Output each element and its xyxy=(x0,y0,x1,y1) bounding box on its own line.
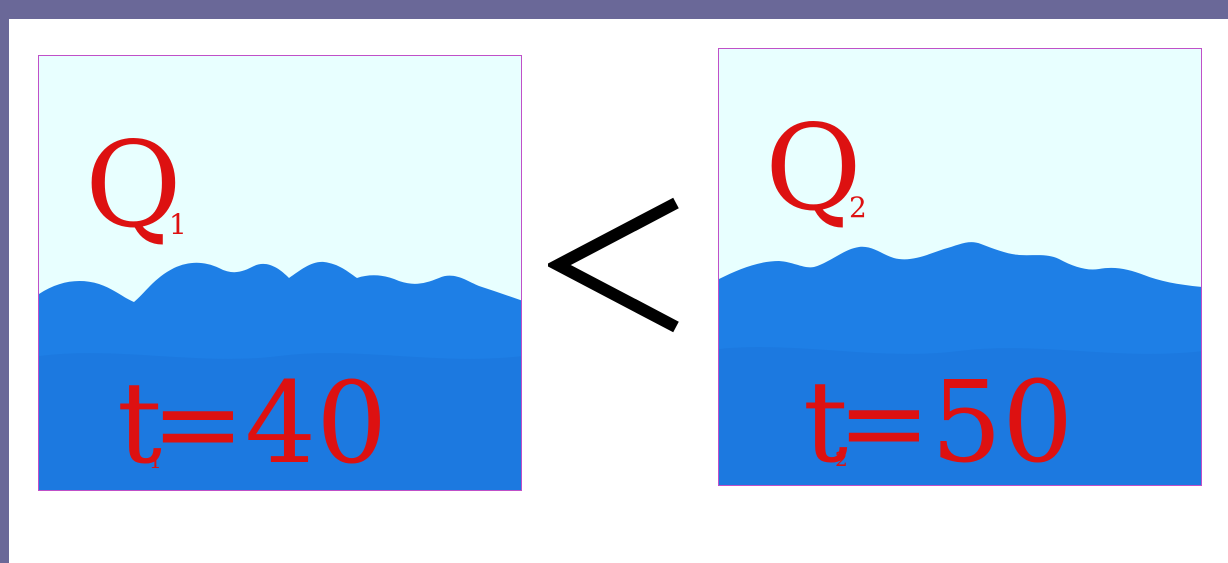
left-t-subscript: 1 xyxy=(149,449,162,473)
right-q-symbol: Q xyxy=(765,99,862,237)
right-q-subscript: 2 xyxy=(849,191,867,224)
slide-frame-top xyxy=(0,0,1228,19)
left-water-shade xyxy=(39,353,521,490)
right-panel: Q 2 t 2 =50 xyxy=(718,48,1202,486)
left-panel: Q 1 t 1 =40 xyxy=(38,55,522,491)
right-water-shade xyxy=(719,347,1201,485)
slide-frame-left xyxy=(0,0,9,563)
left-q-symbol: Q xyxy=(85,116,182,254)
left-time-value: =40 xyxy=(151,359,388,489)
left-q-subscript: 1 xyxy=(169,208,187,241)
left-t-symbol: t xyxy=(117,359,163,489)
right-time-value: =50 xyxy=(837,358,1074,486)
right-t-subscript: 2 xyxy=(835,447,848,471)
left-water-surface xyxy=(39,261,521,490)
right-water-surface xyxy=(719,242,1201,485)
right-water-illustration xyxy=(719,242,1201,485)
left-water-illustration xyxy=(39,261,521,490)
less-than-symbol xyxy=(548,197,679,333)
right-t-symbol: t xyxy=(803,358,849,486)
